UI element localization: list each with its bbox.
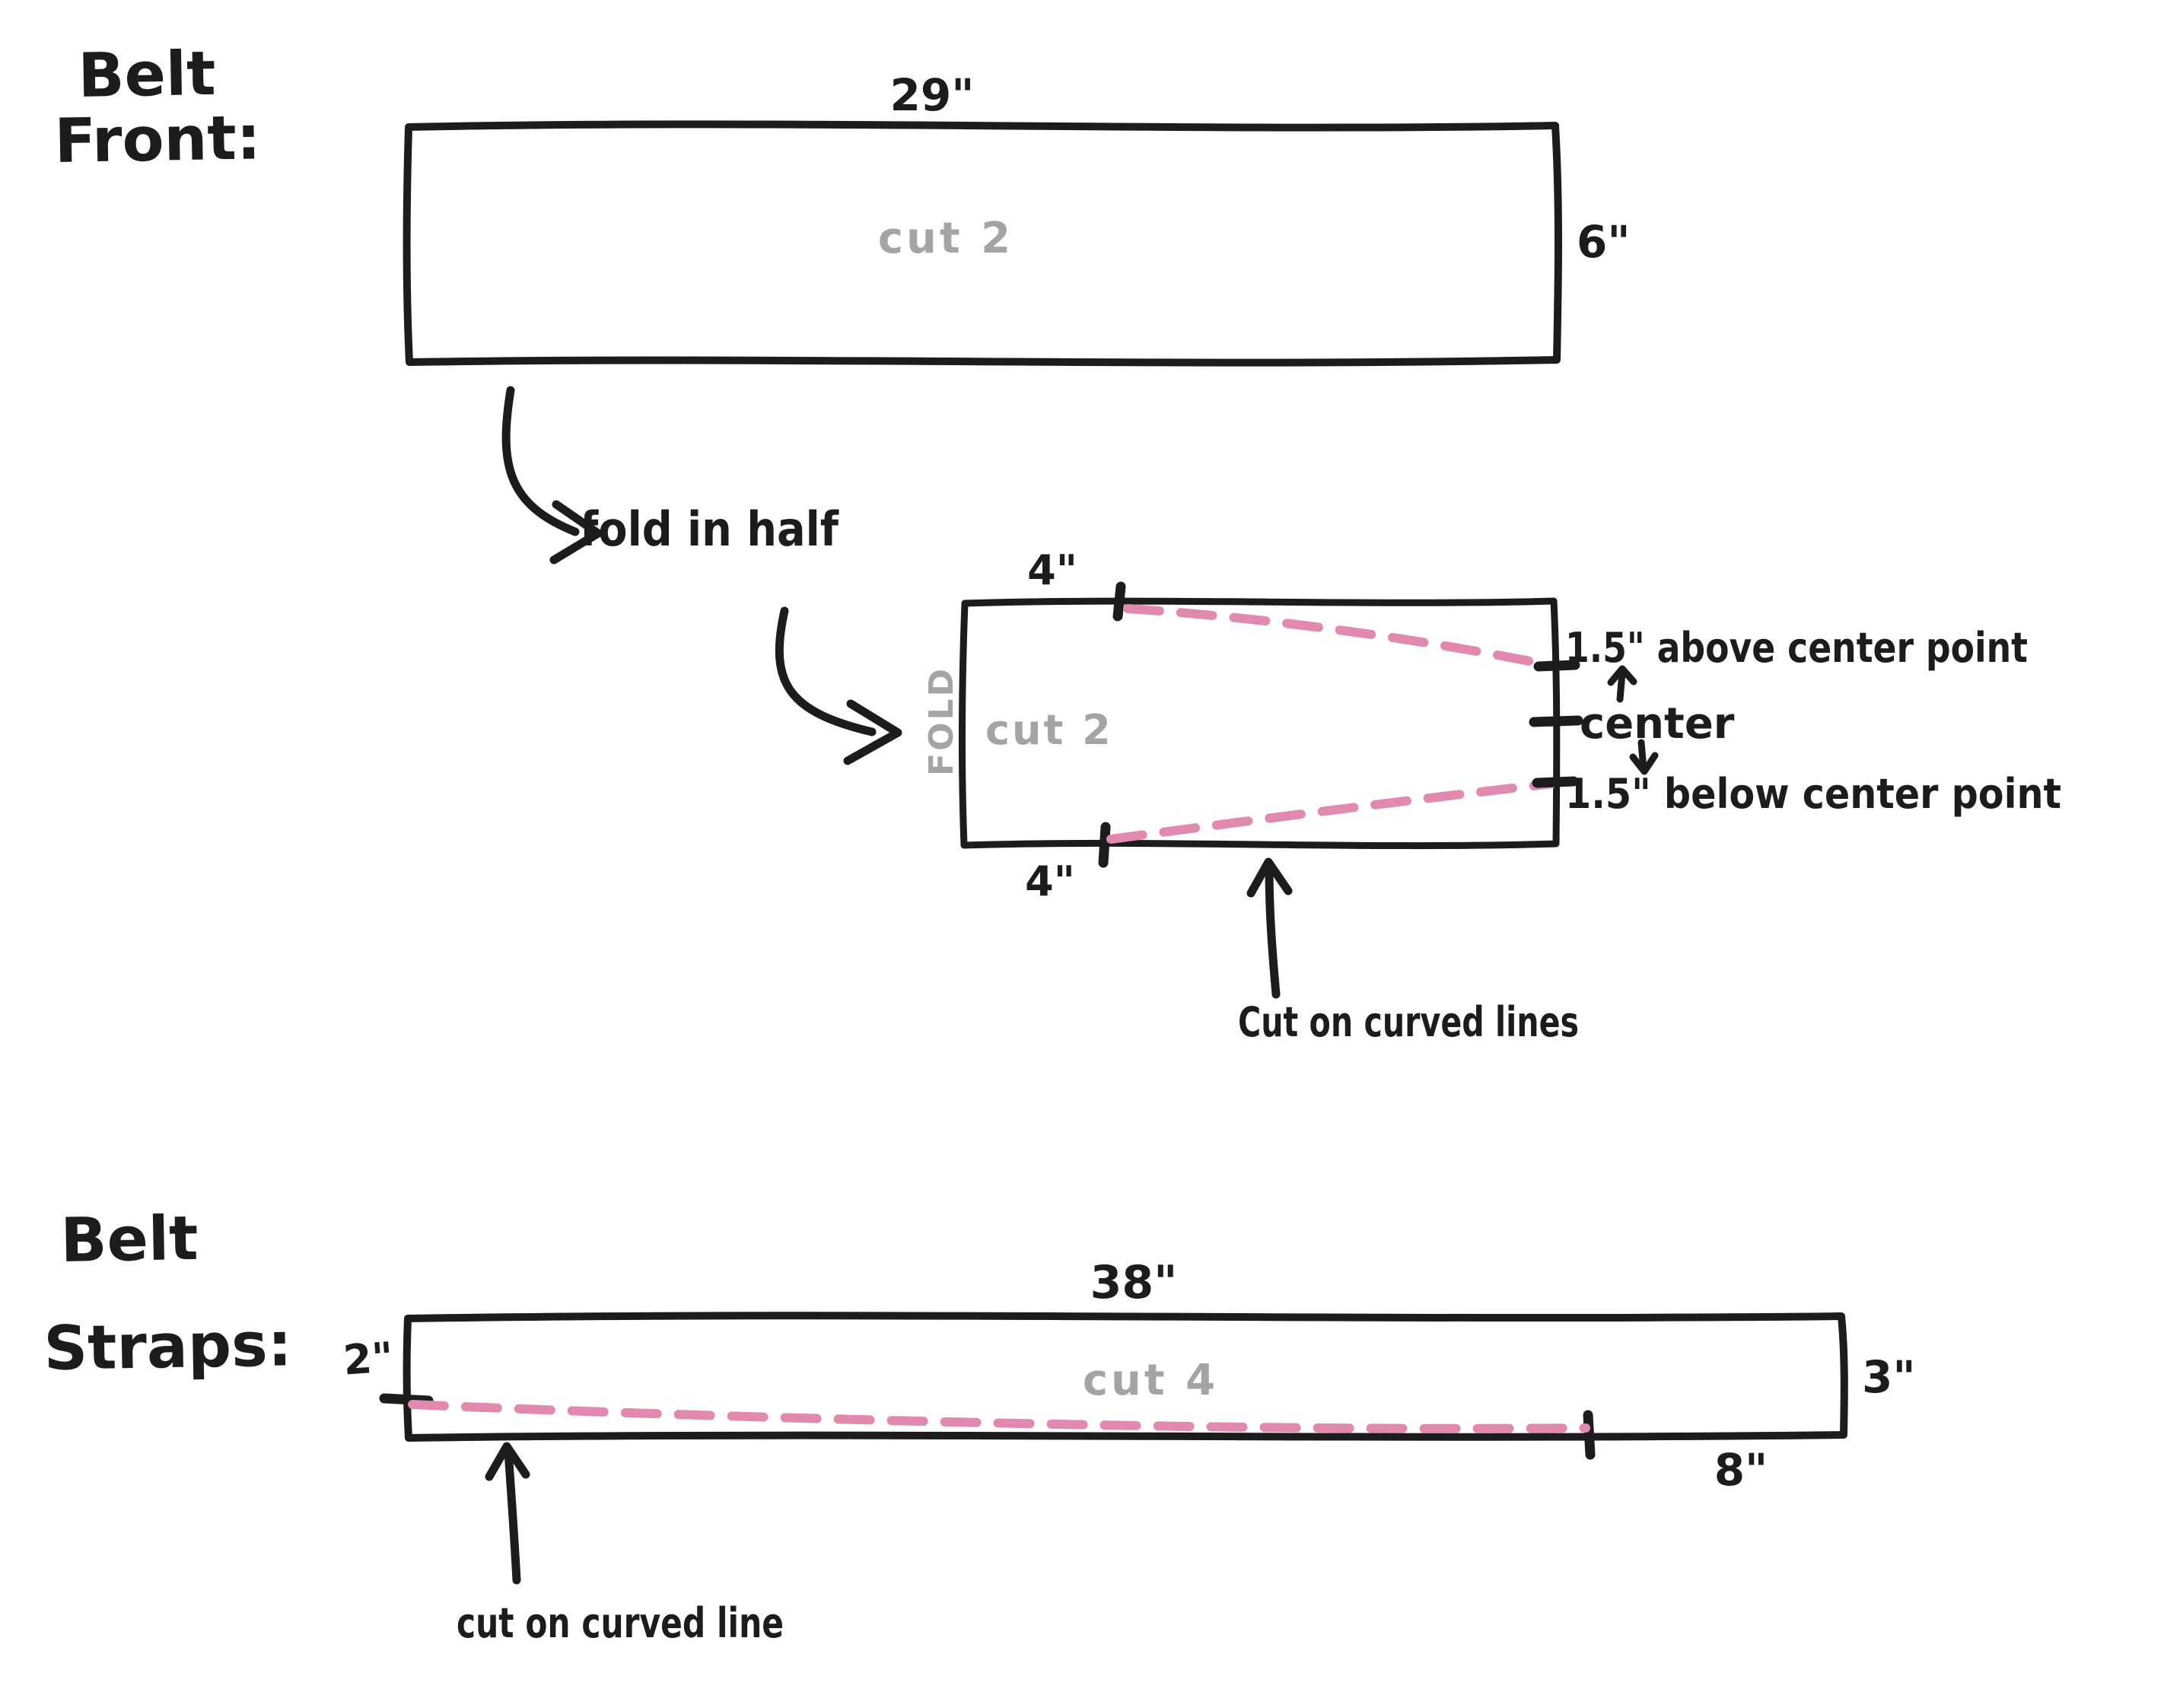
folded-piece-section: 4" 4" FOLD cut 2 1.5" above center point… — [922, 546, 2061, 1046]
fold-edge-label: FOLD — [922, 666, 961, 776]
fold-arrow-2-head-icon — [843, 699, 902, 765]
above-center-tick — [1533, 660, 1580, 672]
cut-line-upper — [1123, 604, 1557, 670]
strap-right-height-label: 3" — [1862, 1351, 1916, 1403]
belt-front-height-label: 6" — [1577, 216, 1631, 268]
folded-piece-rectangle — [958, 597, 1561, 850]
belt-straps-title-line2: Straps: — [43, 1309, 293, 1384]
strap-left-height-label: 2" — [342, 1333, 395, 1384]
belt-front-title-line1: Belt — [78, 38, 217, 111]
strap-end-label: 8" — [1714, 1444, 1768, 1496]
bottom-notch-tick — [1098, 822, 1111, 868]
belt-straps-section: Belt Straps: 38" cut 4 2" 3" 8" cut on c… — [43, 1203, 1916, 1647]
strap-cut-arrow — [504, 1447, 521, 1585]
belt-strap-rectangle — [403, 1312, 1848, 1442]
strap-cut-line — [408, 1400, 1590, 1433]
belt-front-width-label: 29" — [890, 69, 975, 121]
curved-lines-arrow-head-icon — [1246, 857, 1293, 898]
strap-bottom-tick — [1583, 1410, 1596, 1460]
top-notch-tick — [1112, 581, 1126, 622]
strap-cut-arrow-head-icon — [485, 1442, 530, 1481]
bottom-notch-label: 4" — [1025, 857, 1075, 905]
center-label: center — [1580, 699, 1735, 749]
folded-piece-cut-note: Cut on curved lines — [1238, 998, 1579, 1046]
small-up-arrow-head-icon — [1607, 665, 1637, 686]
strap-width-label: 38" — [1090, 1256, 1178, 1309]
fold-arrow-1-head-icon — [549, 500, 603, 565]
top-notch-label: 4" — [1027, 546, 1077, 594]
curved-lines-arrow — [1265, 863, 1281, 999]
strap-cut-label: cut 4 — [1083, 1356, 1218, 1405]
cut-line-lower — [1106, 779, 1557, 844]
folded-piece-cut-label: cut 2 — [985, 706, 1113, 754]
fold-note: fold in half — [580, 501, 839, 557]
below-center-tick — [1532, 776, 1579, 788]
belt-front-title-line2: Front: — [54, 102, 262, 177]
small-up-arrow — [1616, 669, 1626, 703]
belt-front-cut-label: cut 2 — [878, 214, 1014, 263]
belt-front-section: Belt Front: 29" cut 2 6" fold in half — [54, 38, 1631, 765]
small-down-arrow-head-icon — [1629, 752, 1659, 775]
fold-arrow-1 — [501, 386, 580, 536]
belt-front-rectangle — [403, 120, 1562, 367]
strap-cut-note: cut on curved line — [457, 1599, 784, 1647]
center-tick — [1529, 715, 1583, 727]
above-center-label: 1.5" above center point — [1565, 624, 2028, 672]
fold-arrow-2 — [775, 606, 877, 736]
below-center-label: 1.5" below center point — [1565, 770, 2061, 818]
belt-straps-title-line1: Belt — [60, 1203, 199, 1276]
